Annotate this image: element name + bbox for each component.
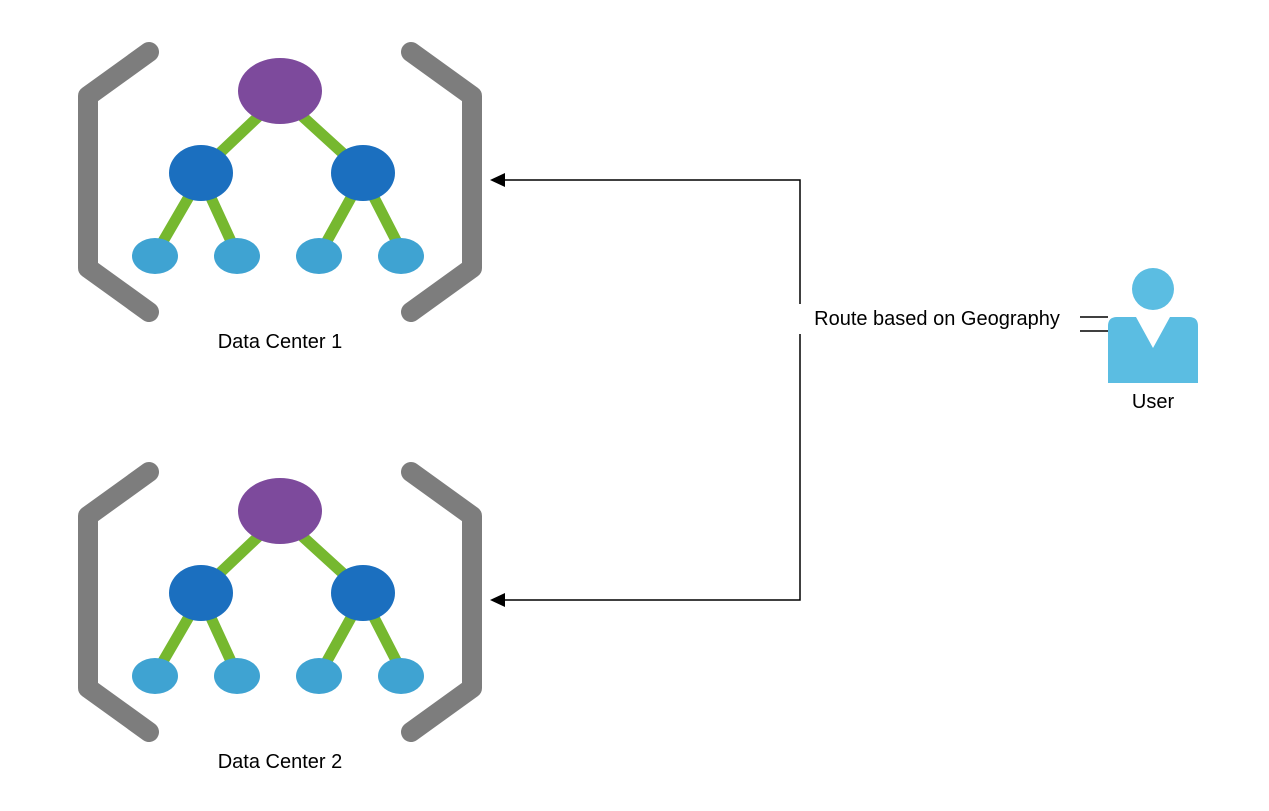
data-center-2-label: Data Center 2 (218, 751, 343, 773)
connector-label: Route based on Geography (814, 308, 1060, 330)
arrowhead-dc2-icon (490, 593, 505, 607)
tree-root-node (238, 478, 322, 544)
data-center-1-group: Data Center 1 (78, 42, 482, 353)
tree-mid-node (169, 145, 233, 201)
tree-leaf-node (378, 658, 424, 694)
user-label: User (1132, 391, 1175, 413)
user-body (1108, 317, 1198, 383)
tree-leaf-node (214, 238, 260, 274)
data-center-2-group: Data Center 2 (78, 462, 482, 773)
tree-leaf-node (132, 238, 178, 274)
tree-mid-node (331, 565, 395, 621)
tree-leaf-node (378, 238, 424, 274)
tree-leaf-node (132, 658, 178, 694)
tree-mid-node (331, 145, 395, 201)
connector-label-background (794, 304, 1080, 334)
tree-root-node (238, 58, 322, 124)
arrowhead-dc1-icon (490, 173, 505, 187)
tree-mid-node (169, 565, 233, 621)
tree-leaf-node (296, 238, 342, 274)
connector-to-dc2 (504, 330, 1108, 601)
user-group: User (1108, 268, 1198, 413)
connector-to-dc1 (504, 179, 1108, 318)
bracket-right-icon (401, 42, 482, 322)
user-icon (1108, 268, 1198, 383)
connectors-group: Route based on Geography (490, 173, 1108, 607)
tree-leaf-node (214, 658, 260, 694)
data-center-1-label: Data Center 1 (218, 331, 343, 353)
bracket-left-icon (78, 462, 159, 742)
tree-leaf-node (296, 658, 342, 694)
bracket-left-icon (78, 42, 159, 322)
user-head (1132, 268, 1174, 310)
bracket-right-icon (401, 462, 482, 742)
